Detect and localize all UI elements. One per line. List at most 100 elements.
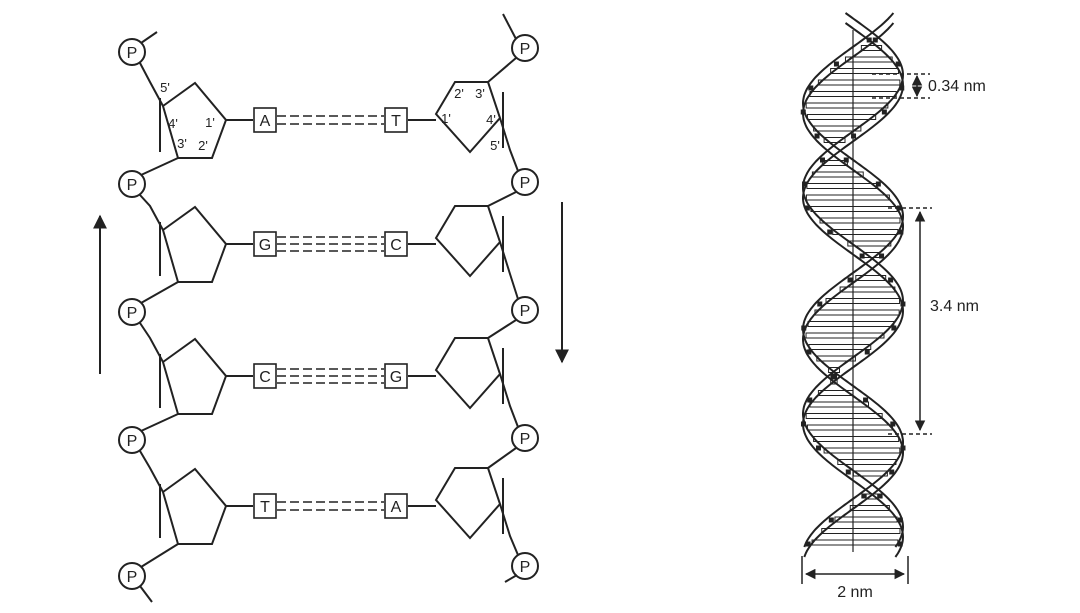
helix-phosphate-dot — [897, 541, 903, 547]
base-right-letter-3: G — [390, 369, 402, 386]
base-left-letter-4: T — [260, 499, 270, 516]
helix-base-pair — [806, 114, 877, 120]
right-3prime-link-4 — [487, 447, 517, 469]
helix-phosphate-dot — [815, 445, 821, 451]
helix-phosphate-dot — [900, 445, 906, 451]
left-phosphate-4: P — [118, 426, 146, 454]
helix-phosphate-dot — [889, 469, 895, 475]
right-5prime-link-4 — [499, 503, 519, 556]
left-c3-label: 3' — [177, 136, 187, 151]
base-right-letter-1: T — [391, 113, 401, 130]
helix-base-pair — [813, 436, 900, 442]
helix-phosphate-dot — [898, 229, 904, 235]
left-phosphate-1: P — [118, 38, 146, 66]
left-top-tail — [140, 31, 158, 44]
helix-phosphate-dot — [828, 517, 834, 523]
base-left-3: C — [253, 363, 277, 389]
helix-base-pair — [855, 275, 887, 281]
right-phosphate-1-label: P — [520, 41, 531, 58]
helix-phosphate-dot — [806, 349, 812, 355]
left-sugar-2 — [161, 205, 228, 283]
base-right-2: C — [384, 231, 408, 257]
helix-strand-1 — [802, 22, 905, 558]
helix-phosphate-dot — [900, 301, 906, 307]
base-right-letter-4: A — [391, 499, 402, 516]
right-3prime-link-1 — [487, 57, 517, 83]
left-5prime-link-1 — [139, 62, 164, 107]
left-phosphate-1-label: P — [127, 45, 138, 62]
left-sugar-4 — [161, 467, 228, 545]
helix-base-pair — [806, 183, 879, 189]
right-phosphate-4-label: P — [520, 431, 531, 448]
right-sugar-2 — [434, 205, 502, 278]
helix-phosphate-dot — [802, 181, 808, 187]
base-left-letter-3: C — [259, 369, 271, 386]
left-5prime-link-4 — [139, 450, 164, 493]
base-pair-rise-measure — [872, 73, 930, 99]
right-5prime-link-1 — [499, 117, 519, 172]
helix-base-pair — [860, 45, 883, 51]
helix-base-pair — [817, 79, 901, 86]
right-phosphate-1: P — [511, 34, 539, 62]
helix-phosphate-dot — [808, 85, 814, 91]
helix-base-pair — [811, 539, 899, 546]
helix-phosphate-dot — [847, 277, 853, 283]
base-left-letter-2: G — [259, 237, 271, 254]
right-sugar-1 — [434, 81, 502, 154]
left-c5-label: 5' — [160, 80, 170, 95]
helix-phosphate-dot — [890, 421, 896, 427]
base-right-1: T — [384, 107, 408, 133]
helix-base-pair — [847, 240, 892, 247]
left-c4-label: 4' — [168, 116, 178, 131]
helix-base-pair — [825, 298, 901, 304]
helix-base-pair — [806, 424, 894, 431]
helix-base-pair — [823, 137, 846, 143]
helix-base-pair — [808, 344, 872, 350]
helix-phosphate-dot — [877, 493, 883, 499]
helix-phosphate-dot — [805, 541, 811, 547]
left-phosphate-5: P — [118, 562, 146, 590]
helix-phosphate-dot — [800, 109, 806, 115]
base-right-4: A — [384, 493, 408, 519]
left-3prime-link-2 — [140, 281, 179, 304]
left-phosphate-2-label: P — [127, 177, 138, 194]
helix-phosphate-dot — [879, 253, 885, 259]
left-phosphate-3: P — [118, 298, 146, 326]
helix-base-pair — [805, 332, 885, 339]
right-top-tail — [502, 13, 517, 40]
right-c4-label: 4' — [486, 112, 496, 127]
helix-base-pair — [805, 413, 883, 419]
right-5prime-link-3 — [499, 373, 519, 428]
left-5prime-link-3 — [139, 322, 164, 363]
right-c1-label: 1' — [441, 111, 451, 126]
helix-phosphate-dot — [864, 349, 870, 355]
right-c5-label: 5' — [490, 138, 500, 153]
helix-phosphate-dot — [897, 205, 903, 211]
helix-phosphate-dot — [827, 229, 833, 235]
right-phosphate-2: P — [511, 168, 539, 196]
helix-phosphate-dot — [888, 277, 894, 283]
right-phosphate-4: P — [511, 424, 539, 452]
helix-base-pair — [805, 102, 889, 109]
left-sugar-1 — [161, 81, 228, 159]
helix-phosphate-dot — [807, 397, 813, 403]
helix-phosphate-dot — [875, 181, 881, 187]
helix-base-pair — [821, 160, 848, 166]
helix-base-pair — [837, 459, 897, 465]
left-3prime-link-1 — [140, 157, 179, 176]
helix-phosphate-dot — [881, 109, 887, 115]
helix-base-pair — [823, 447, 901, 454]
helix-base-pair — [807, 321, 895, 327]
base-left-1: A — [253, 107, 277, 133]
helix-phosphate-dot — [845, 469, 851, 475]
helix-phosphate-dot — [895, 61, 901, 67]
helix-phosphate-dot — [861, 493, 867, 499]
helix-phosphate-dot — [843, 157, 849, 163]
right-phosphate-5: P — [511, 552, 539, 580]
helix-phosphate-dot — [801, 421, 807, 427]
helix-base-pair — [809, 401, 869, 408]
helix-phosphate-dot — [830, 373, 836, 379]
helix-base-pair — [849, 505, 890, 511]
base-pair-rise-label: 0.34 nm — [928, 78, 986, 95]
